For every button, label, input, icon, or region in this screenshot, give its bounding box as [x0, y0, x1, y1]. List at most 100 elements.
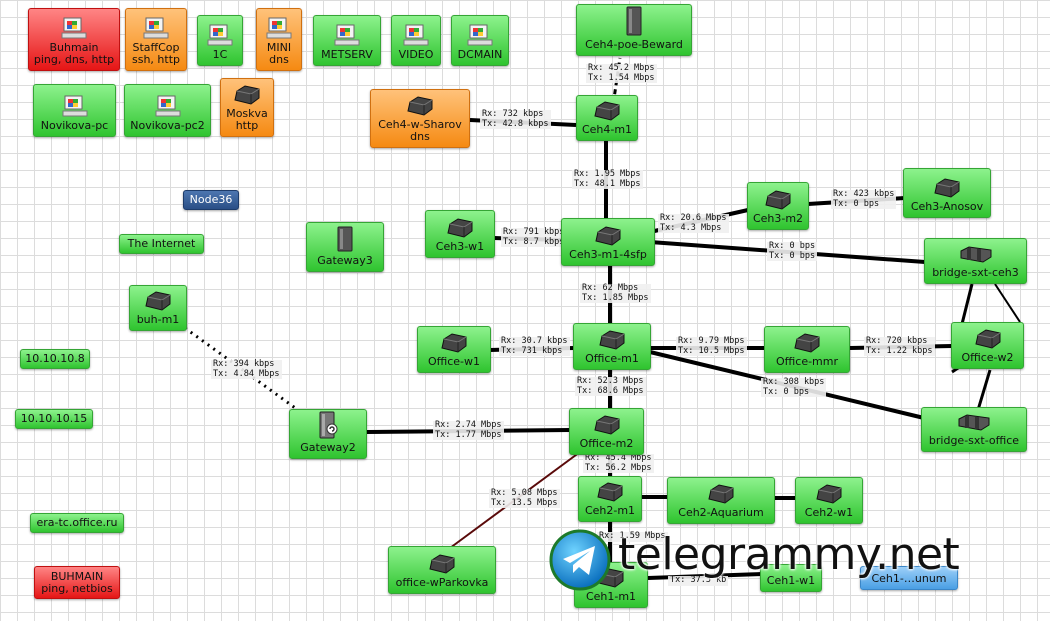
node-10-10-10-15[interactable]: 10.10.10.15	[15, 409, 93, 429]
node-ceh3-m2[interactable]: Ceh3-m2	[747, 182, 809, 230]
node-label: Ceh2-w1	[804, 506, 854, 519]
node-ceh4-poe-beward[interactable]: Ceh4-poe-Beward	[576, 4, 692, 56]
node-office-w1[interactable]: Office-w1	[417, 326, 491, 373]
node-ceh3-m1-4sfp[interactable]: Ceh3-m1-4sfp	[561, 218, 655, 266]
node-label: Office-m1	[585, 352, 639, 365]
node-services: dns	[410, 130, 430, 143]
windows-pc-icon	[143, 17, 169, 39]
link-bridges[interactable]	[960, 283, 974, 325]
router-icon	[794, 333, 820, 353]
windows-pc-icon	[207, 24, 233, 46]
traffic-label: Rx: 5.08 Mbps Tx: 13.5 Mbps	[489, 488, 560, 508]
node-era-tc-office-ru[interactable]: era-tc.office.ru	[30, 513, 124, 533]
traffic-label: Rx: 45.2 Mbps Tx: 1.54 Mbps	[586, 63, 657, 83]
node-label: Moskva	[226, 107, 268, 120]
node-label: Novikova-pc	[40, 119, 109, 132]
traffic-label: Rx: 732 kbps Tx: 42.8 kbps	[480, 109, 551, 129]
node-ceh3-w1[interactable]: Ceh3-w1	[425, 210, 495, 258]
node-buhmain-netbios[interactable]: BUHMAIN ping, netbios	[34, 566, 120, 599]
switch-tower-icon	[337, 226, 353, 252]
node-label: METSERV	[321, 48, 373, 61]
node-services: ping, dns, http	[33, 53, 115, 66]
node-novikova-pc[interactable]: Novikova-pc	[33, 84, 116, 137]
traffic-label: Rx: 720 kbps Tx: 1.22 kbps	[864, 336, 935, 356]
node-bridge-sxt-ceh3[interactable]: bridge-sxt-ceh3	[924, 238, 1027, 284]
node-node36[interactable]: Node36	[183, 190, 239, 210]
traffic-label: Rx: 791 kbps Tx: 8.7 kbps	[501, 227, 567, 247]
node-ceh3-anosov[interactable]: Ceh3-Anosov	[903, 168, 991, 218]
node-1c[interactable]: 1C	[197, 15, 243, 66]
node-novikova-pc2[interactable]: Novikova-pc2	[124, 84, 211, 137]
node-label: MINI	[266, 41, 292, 54]
node-label: Buhmain	[49, 41, 99, 54]
node-bridge-sxt-office[interactable]: bridge-sxt-office	[921, 407, 1027, 452]
traffic-label: Rx: 52.3 Mbps Tx: 68.6 Mbps	[575, 376, 646, 396]
node-label: The Internet	[127, 237, 196, 250]
router-icon	[234, 85, 260, 105]
windows-pc-icon	[334, 24, 360, 46]
router-icon	[447, 218, 473, 238]
node-label: Office-mmr	[775, 355, 839, 368]
node-buhmain[interactable]: Buhmain ping, dns, http	[28, 8, 120, 71]
node-office-m2[interactable]: Office-m2	[569, 408, 644, 455]
node-label: office-wParkovka	[395, 576, 489, 589]
node-label: era-tc.office.ru	[36, 516, 118, 529]
node-the-internet[interactable]: The Internet	[119, 234, 204, 254]
node-services: ping, netbios	[41, 581, 113, 595]
router-icon	[407, 96, 433, 116]
node-ceh4-m1[interactable]: Ceh4-m1	[576, 95, 638, 141]
node-office-m1[interactable]: Office-m1	[573, 323, 651, 370]
node-ceh2-w1[interactable]: Ceh2-w1	[795, 477, 863, 524]
node-label: DCMAIN	[457, 48, 503, 61]
node-label: Ceh1-w1	[766, 574, 816, 587]
node-10-10-10-8[interactable]: 10.10.10.8	[20, 349, 90, 369]
node-label: Office-w2	[961, 351, 1014, 364]
link-bridgeoffice-w2[interactable]	[976, 369, 992, 411]
node-label: bridge-sxt-office	[928, 434, 1020, 447]
node-services: dns	[269, 53, 289, 66]
node-ceh1-w1[interactable]: Ceh1-w1	[760, 564, 822, 592]
node-office-mmr[interactable]: Office-mmr	[764, 326, 850, 373]
router-icon	[974, 329, 1000, 349]
node-moskva[interactable]: Moskva http	[220, 78, 274, 137]
node-video[interactable]: VIDEO	[391, 15, 441, 66]
traffic-label: Rx: 62 Mbps Tx: 1.85 Mbps	[580, 283, 651, 303]
node-ceh1-partial[interactable]: Ceh1-…unum	[860, 566, 958, 590]
node-label: BUHMAIN	[50, 569, 104, 583]
node-gateway3[interactable]: Gateway3	[306, 222, 384, 272]
node-label: Gateway3	[317, 254, 373, 267]
node-ceh2-m1[interactable]: Ceh2-m1	[578, 476, 642, 522]
link-w2-bridgeceh3[interactable]	[994, 283, 1021, 323]
traffic-label: Rx: 1.95 Mbps Tx: 48.1 Mbps	[572, 169, 643, 189]
node-label: Ceh2-m1	[584, 504, 636, 517]
node-label: Ceh3-m1-4sfp	[569, 248, 647, 261]
router-icon	[816, 484, 842, 504]
windows-pc-icon	[467, 24, 493, 46]
node-mini[interactable]: MINI dns	[256, 8, 302, 71]
router-icon	[599, 330, 625, 350]
node-label: Office-w1	[427, 355, 481, 368]
node-ceh2-aquarium[interactable]: Ceh2-Aquarium	[667, 477, 775, 524]
node-label: Ceh3-w1	[435, 240, 485, 253]
node-gateway2[interactable]: Gateway2	[289, 409, 367, 459]
traffic-label: Rx: 423 kbps Tx: 0 bps	[831, 189, 897, 209]
node-label: Office-m2	[579, 437, 634, 450]
router-icon	[934, 178, 960, 198]
node-label: StaffCop	[132, 41, 180, 54]
node-label: Ceh4-w-Sharov	[378, 118, 462, 131]
node-dcmain[interactable]: DCMAIN	[451, 15, 509, 66]
node-office-w2[interactable]: Office-w2	[951, 322, 1024, 369]
router-icon	[594, 101, 620, 121]
node-ceh4-w-sharov[interactable]: Ceh4-w-Sharov dns	[370, 89, 470, 148]
windows-pc-icon	[403, 24, 429, 46]
router-icon	[145, 291, 171, 311]
node-buh-m1[interactable]: buh-m1	[129, 285, 187, 331]
node-services: http	[235, 119, 259, 132]
node-office-wparkovka[interactable]: office-wParkovka	[388, 546, 496, 594]
node-metserv[interactable]: METSERV	[313, 15, 381, 66]
router-icon	[593, 415, 619, 435]
traffic-label: Rx: 30.7 kbps Tx: 731 kbps	[499, 336, 570, 356]
node-staffcop[interactable]: StaffCop ssh, http	[125, 8, 187, 71]
bridge-icon	[960, 246, 991, 263]
router-icon	[597, 482, 623, 502]
